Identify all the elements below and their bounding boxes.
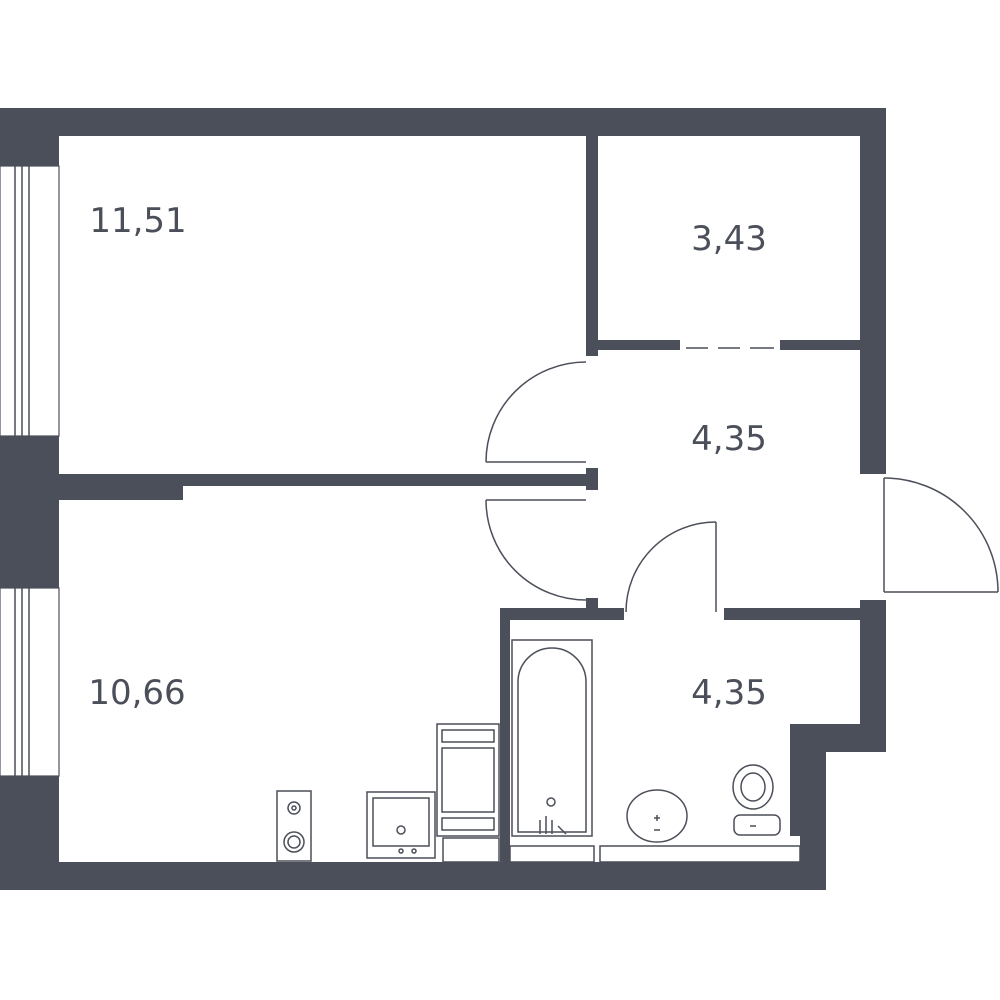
stove — [276, 790, 312, 862]
sink — [626, 789, 688, 843]
toilet — [732, 764, 781, 836]
exterior-walls — [0, 108, 886, 890]
bathroom-bottom-shelf — [509, 845, 801, 863]
area-label-kitchen: 10,66 — [88, 673, 185, 713]
door-bathroom — [625, 521, 717, 613]
window-upper — [0, 165, 60, 437]
interior-walls — [59, 108, 860, 862]
door-living-room — [485, 361, 587, 463]
area-label-living-room: 11,51 — [89, 201, 186, 241]
door-entrance — [883, 477, 999, 593]
door-kitchen — [485, 499, 587, 601]
area-label-storage: 3,43 — [691, 219, 767, 259]
area-label-hallway: 4,35 — [691, 419, 767, 459]
refrigerator — [436, 723, 500, 863]
window-lower — [0, 587, 60, 777]
kitchen-sink — [366, 791, 436, 859]
area-label-bathroom: 4,35 — [691, 673, 767, 713]
bathtub — [511, 639, 593, 837]
